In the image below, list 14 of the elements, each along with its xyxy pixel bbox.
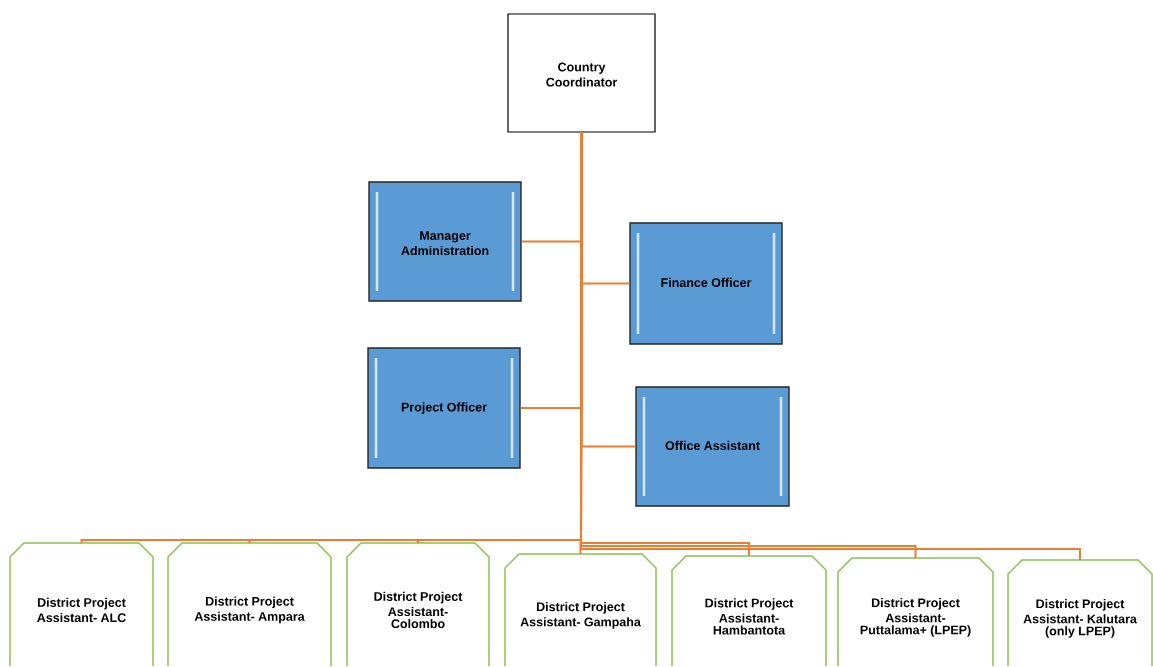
district-box: District Project Assistant- Puttalama+ (LPEP) <box>837 557 994 667</box>
officer-box: Finance Officer <box>629 222 783 345</box>
officer-box: Project Officer <box>367 347 521 469</box>
coordinator-box: Country Coordinator <box>507 13 656 133</box>
district-box: District Project Assistant- Ampara <box>167 542 332 667</box>
district-box: District Project Assistant- Colombo <box>346 542 490 667</box>
district-box: District Project Assistant- Hambantota <box>671 555 827 667</box>
connector-line <box>580 131 1081 561</box>
connector-line <box>580 131 637 448</box>
district-box: District Project Assistant- Gampaha <box>504 553 657 667</box>
district-box: District Project Assistant- Kalutara (only LPEP) <box>1007 559 1153 667</box>
officer-box: Manager Administration <box>368 181 522 302</box>
district-box: District Project Assistant- ALC <box>9 542 154 667</box>
officer-box: Office Assistant <box>635 386 790 507</box>
